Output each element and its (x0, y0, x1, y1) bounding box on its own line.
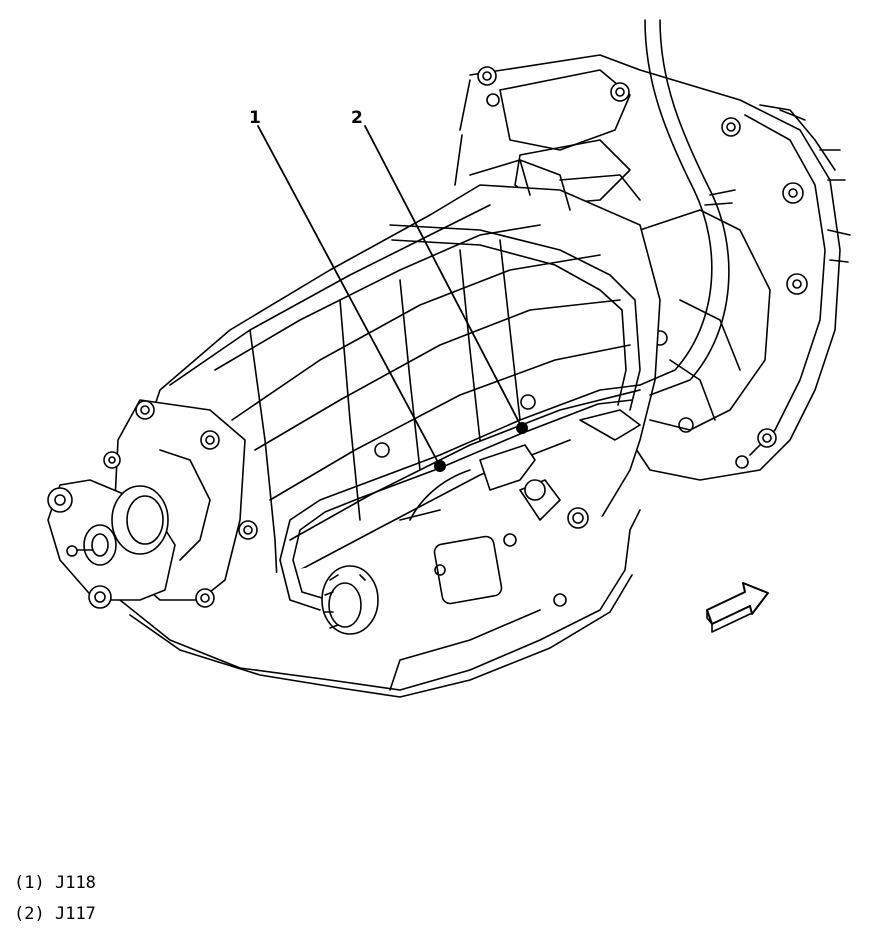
legend-item: (2) J117 (14, 899, 414, 930)
oil-pan (119, 479, 641, 698)
bell-housing (454, 54, 851, 481)
output-flange (47, 399, 258, 609)
bell-housing-bolts (477, 66, 808, 469)
wiring-harness (399, 409, 641, 521)
transmission-diagram: 1 2 (47, 19, 851, 698)
speed-sensor-gear (321, 565, 379, 635)
legend-item: (1) J118 (14, 868, 414, 899)
legend-key: (2) (14, 904, 45, 924)
callout-1-label: 1 (249, 108, 261, 128)
callout-1-point (434, 460, 446, 472)
legend-text: J117 (54, 904, 96, 924)
legend-text: J118 (54, 873, 96, 893)
callout-2-label: 2 (351, 108, 363, 128)
direction-arrow-icon (706, 582, 769, 633)
cooler-lines (279, 19, 736, 611)
legend: (1) J118 (2) J117 (14, 868, 414, 930)
legend-key: (1) (14, 873, 45, 893)
callout-leaders (257, 125, 523, 467)
callout-2-point (516, 422, 528, 434)
